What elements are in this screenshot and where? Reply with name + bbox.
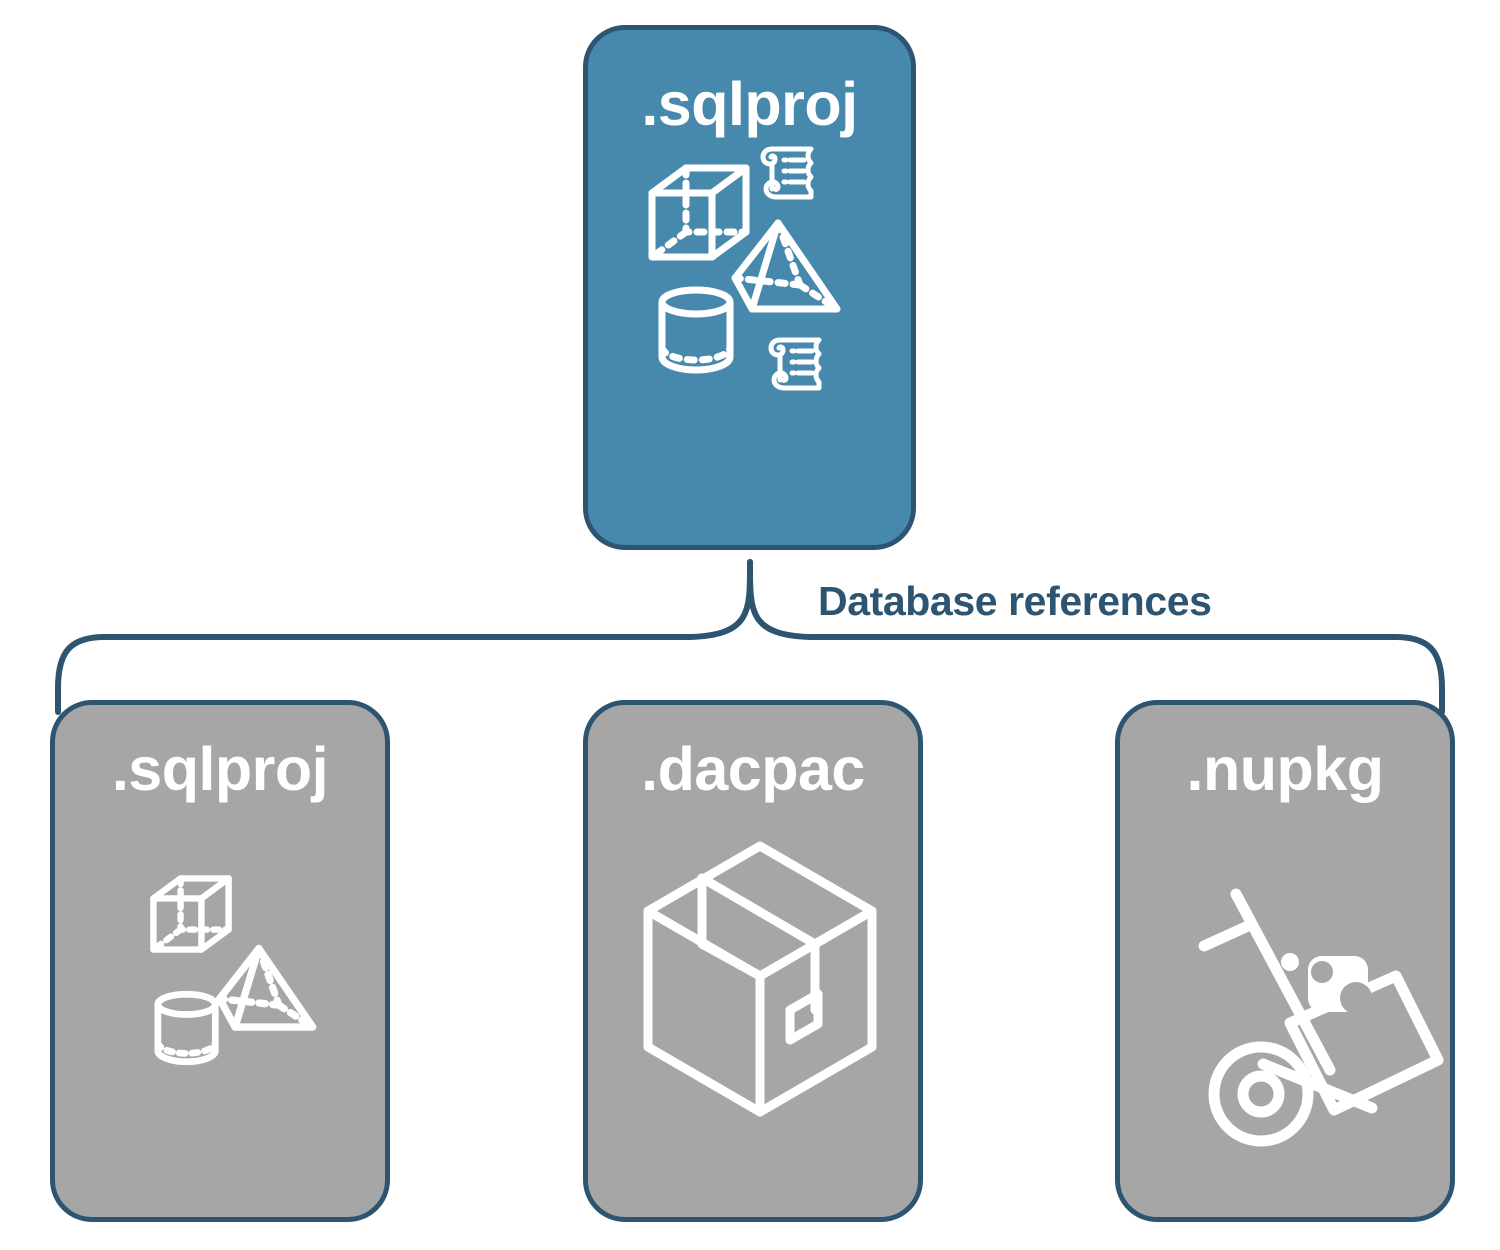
node-child-title: .sqlproj	[111, 735, 329, 803]
node-child-sqlproj[interactable]: .sqlproj	[50, 700, 390, 1222]
scroll-icon	[760, 146, 814, 200]
node-child-icon-area	[1120, 800, 1450, 1217]
cylinder-icon	[658, 286, 734, 374]
node-root-sqlproj[interactable]: .sqlproj	[583, 25, 916, 550]
database-references-bracket	[55, 559, 1445, 715]
pyramid-icon	[215, 944, 317, 1031]
hand-truck-icon	[1198, 888, 1444, 1147]
node-root-title: .sqlproj	[641, 70, 858, 138]
node-child-icon-area	[55, 800, 385, 1217]
pyramid-icon	[731, 219, 841, 313]
cube-icon	[648, 164, 750, 261]
scroll-icon	[768, 337, 822, 391]
node-child-title: .nupkg	[1186, 735, 1384, 803]
node-child-title: .dacpac	[641, 735, 865, 803]
nuget-package-icon	[1281, 953, 1372, 1014]
cylinder-icon	[154, 990, 219, 1066]
node-child-icon-area	[588, 800, 918, 1217]
node-root-icon-area	[588, 135, 911, 545]
node-child-nupkg[interactable]: .nupkg	[1115, 700, 1455, 1222]
node-child-dacpac[interactable]: .dacpac	[583, 700, 923, 1222]
bracket-label: Database references	[818, 578, 1212, 624]
package-box-icon	[643, 841, 877, 1117]
cube-icon	[150, 875, 232, 953]
